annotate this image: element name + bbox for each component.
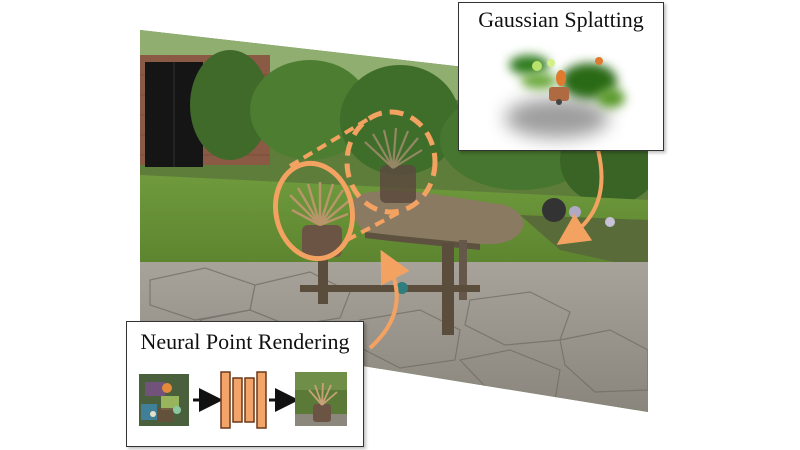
- neural-pipeline-diagram: [139, 371, 347, 429]
- curved-arrow-icon: [556, 149, 604, 245]
- gaussian-splat-render: [505, 55, 625, 138]
- wooden-table: [300, 190, 524, 335]
- connector-line-bottom: [346, 210, 401, 242]
- dashed-highlight-ellipse: [344, 109, 438, 215]
- palm-plant: [289, 182, 351, 257]
- neural-network-icon: [220, 371, 267, 429]
- point-cloud-input: [139, 374, 189, 426]
- curved-arrow-icon: [368, 249, 410, 350]
- rendered-output: [295, 372, 347, 426]
- palm-plant-faded: [364, 127, 423, 203]
- gaussian-splatting-title: Gaussian Splatting: [478, 7, 644, 32]
- neural-point-rendering-panel: Neural Point Rendering: [126, 321, 364, 447]
- patio: [140, 262, 648, 412]
- solid-highlight-ellipse: [273, 160, 355, 262]
- neural-point-rendering-title: Neural Point Rendering: [140, 329, 350, 354]
- gaussian-splatting-panel: Gaussian Splatting: [458, 2, 664, 151]
